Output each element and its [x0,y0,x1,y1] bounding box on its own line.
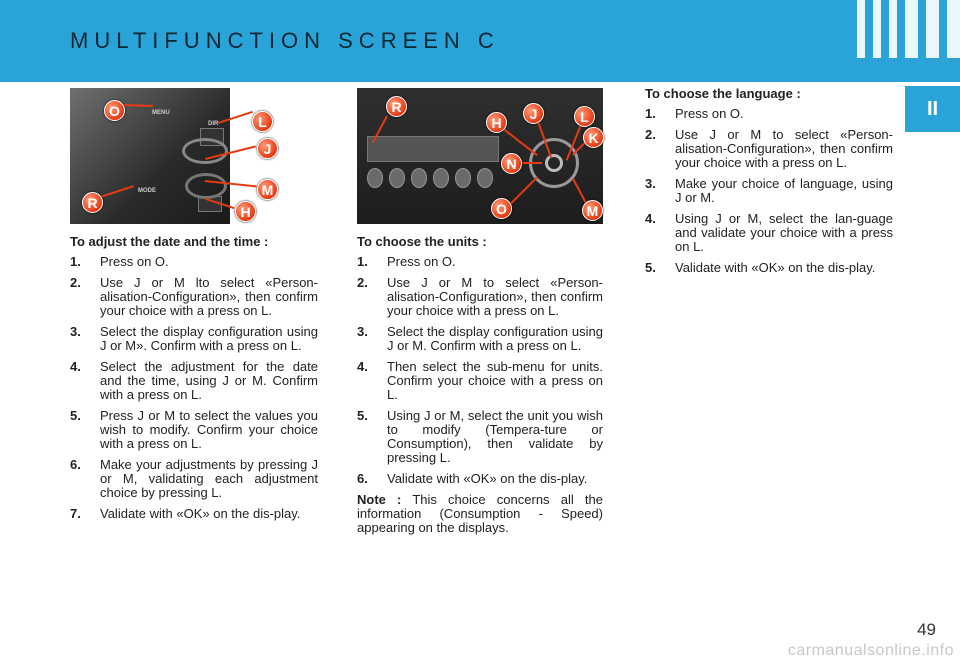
heading-language: To choose the language : [645,86,801,101]
list-item: 5.Press J or M to select the values you … [70,408,318,451]
marker-l-left: L [252,111,273,132]
marker-k-right: K [583,127,604,148]
heading-date-time: To adjust the date and the time : [70,234,269,249]
list-item: 7.Validate with «OK» on the dis-play. [70,506,301,521]
marker-j-right: J [523,103,544,124]
marker-n-right: N [501,153,522,174]
list-item: 1.Press on O. [645,106,744,121]
note: Note : This choice concerns all the info… [357,493,603,535]
list-item: 6.Validate with «OK» on the dis-play. [357,471,588,486]
list-item: 3.Select the display configuration using… [70,324,318,353]
heading-units: To choose the units : [357,234,487,249]
marker-r-left: R [82,192,103,213]
header-stripes [857,0,960,58]
list-item: 2.Use J or M to select «Person-alisation… [645,127,893,170]
list-item: 1.Press on O. [357,254,456,269]
list-item: 1.Press on O. [70,254,169,269]
column-date-time: To adjust the date and the time : 1.Pres… [70,235,318,528]
marker-h-left: H [235,201,256,222]
list-item: 4.Using J or M, select the lan-guage and… [645,211,893,254]
watermark: carmanualsonline.info [787,642,954,659]
list-item: 6.Make your adjustments by pressing J or… [70,457,318,500]
list-item: 5.Using J or M, select the unit you wish… [357,408,603,465]
marker-h-right: H [486,112,507,133]
page-number: 49 [917,620,936,639]
stalk-label-menu: MENU [152,110,170,116]
note-text: This choice concerns all the information… [357,492,603,535]
marker-m-left: M [257,179,278,200]
marker-m-right: M [582,200,603,221]
list-item: 3.Make your choice of language, using J … [645,176,893,205]
note-label: Note : [357,492,402,507]
column-units: To choose the units : 1.Press on O. 2.Us… [357,235,603,535]
header-bar: MULTIFUNCTION SCREEN C [0,0,960,82]
page-title: MULTIFUNCTION SCREEN C [70,28,500,53]
column-language: To choose the language : 1.Press on O. 2… [645,87,893,282]
list-item: 4.Then select the sub-menu for units. Co… [357,359,603,402]
section-tab[interactable]: II [905,86,960,132]
list-item: 5.Validate with «OK» on the dis-play. [645,260,876,275]
marker-l-right: L [574,106,595,127]
stalk-label-mode: MODE [138,188,156,194]
marker-o-left: O [104,100,125,121]
list-item: 4.Select the adjustment for the date and… [70,359,318,402]
marker-o-right: O [491,198,512,219]
list-item: 2.Use J or M to select «Person-alisation… [357,275,603,318]
marker-r-right: R [386,96,407,117]
list-item: 2.Use J or M lto select «Person-alisatio… [70,275,318,318]
marker-j-left: J [257,138,278,159]
stalk-label-dir: DIR [208,121,219,127]
list-item: 3.Select the display configuration using… [357,324,603,353]
